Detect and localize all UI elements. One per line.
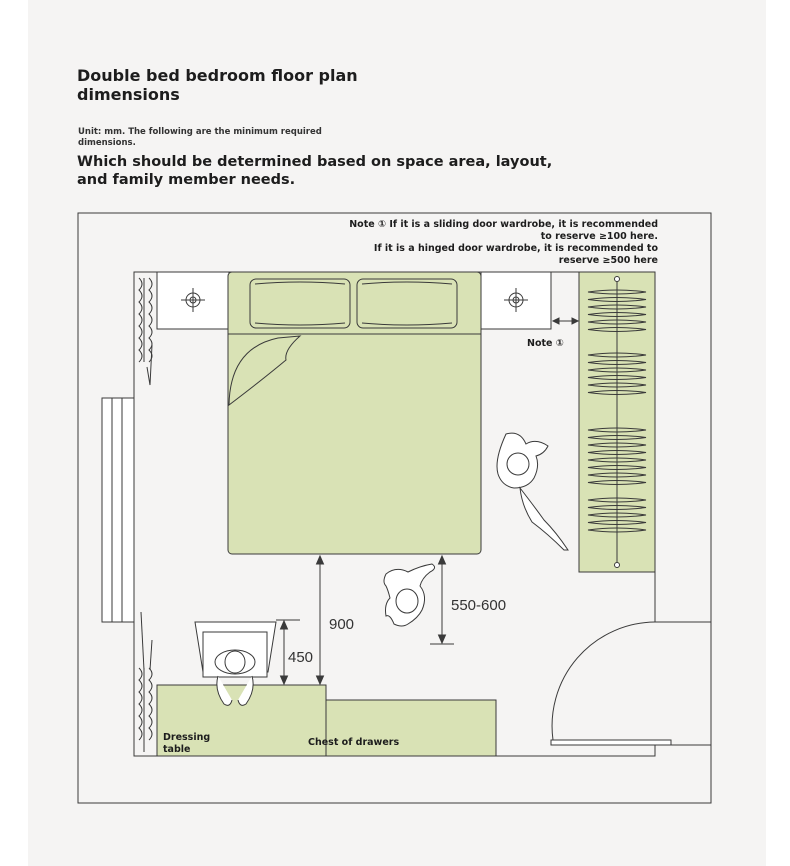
curtain-bottom [138,611,153,752]
hanger [587,375,647,380]
hanger [587,289,647,295]
hanger [587,319,647,325]
dimension-550-600-label: 550-600 [451,597,506,614]
dimension-900 [315,554,325,686]
seated-person-icon [214,649,256,706]
hanger [587,505,647,510]
hanger [587,465,647,470]
hanger [587,427,647,433]
hanger [587,435,647,440]
hanger [587,520,647,525]
page-title: Double bed bedroom floor plan dimensions [77,66,358,104]
double-bed [227,271,482,555]
dimension-550-600 [430,554,454,645]
plan-frame [77,212,712,804]
nightstand-right [480,271,552,330]
dimension-450 [276,619,300,686]
hanger [587,442,647,448]
subtitle: Which should be determined based on spac… [77,154,553,188]
dressing-table-label-line1: Dressing [163,732,210,743]
hanger [587,304,647,310]
hanger [587,352,647,358]
hanger [587,450,647,455]
hanger [587,390,647,395]
note-hinged-door: If it is a hinged door wardrobe, it is r… [373,243,658,266]
nightstand-left [156,271,230,330]
dressing-table-label-line2: table [163,744,190,755]
hanger [587,497,647,503]
hanger [587,512,647,518]
note-marker: Note ① [527,338,564,349]
person-walking-icon [496,432,569,551]
chest-of-drawers [325,699,497,757]
chest-of-drawers-label: Chest of drawers [308,737,399,748]
hanger [587,457,647,463]
hanger [587,527,647,533]
curtain-top [138,277,153,386]
hanger [587,297,647,302]
hanger [587,472,647,478]
unit-note: Unit: mm. The following are the minimum … [78,127,322,148]
door [550,621,672,746]
dimension-900-label: 900 [329,616,354,633]
wardrobe-gap-arrow [551,317,580,325]
wardrobe-hangers [587,289,647,533]
person-standing-icon [383,563,436,627]
hanger [587,480,647,485]
hanger [587,367,647,373]
note-sliding-door: Note ① If it is a sliding door wardrobe,… [349,219,658,242]
window [101,397,135,623]
hanger [587,382,647,388]
hanger [587,312,647,317]
dimension-450-label: 450 [288,649,313,666]
hanger [587,360,647,365]
hanger [587,327,647,332]
